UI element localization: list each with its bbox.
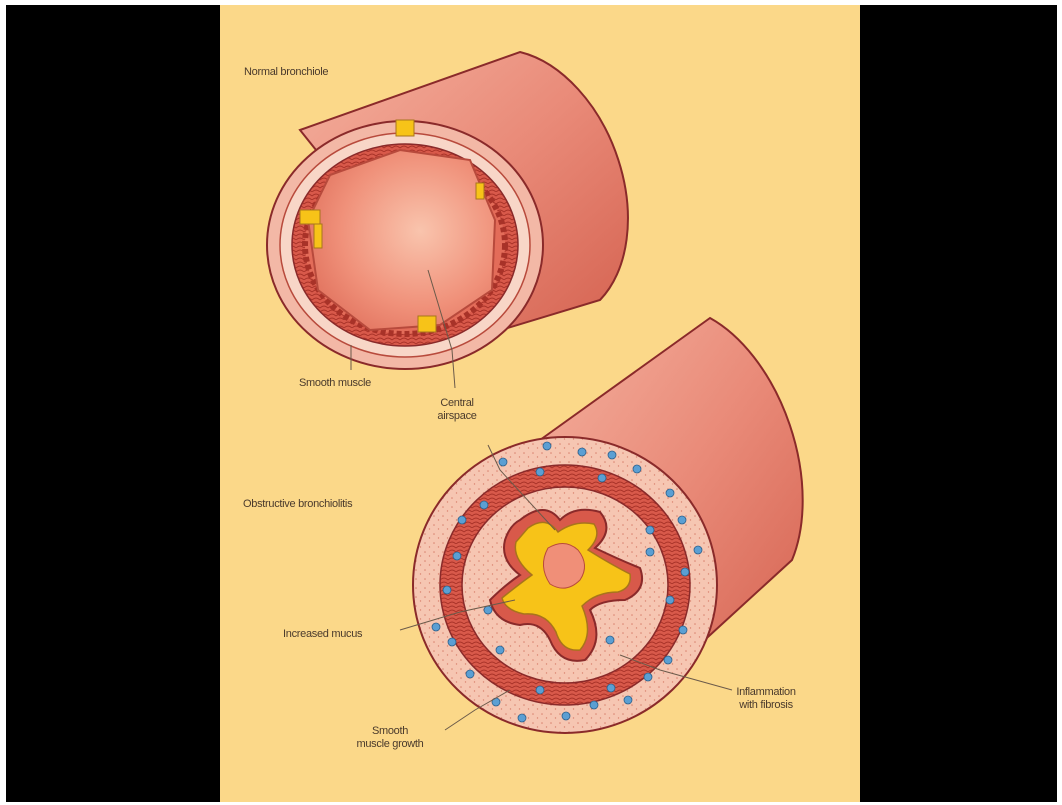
label-inflammation-with-fibrosis: Inflammation with fibrosis xyxy=(730,686,802,712)
label-increased-mucus: Increased mucus xyxy=(283,628,362,641)
label-smooth-muscle-growth: Smooth muscle growth xyxy=(345,725,435,751)
label-obstructive-bronchiolitis: Obstructive bronchiolitis xyxy=(243,498,352,511)
label-central-airspace-line2: airspace xyxy=(432,410,482,423)
label-inflammation-line2: with fibrosis xyxy=(730,699,802,712)
label-smooth-muscle-growth-line1: Smooth xyxy=(345,725,435,738)
label-smooth-muscle-growth-line2: muscle growth xyxy=(345,738,435,751)
label-central-airspace: Central airspace xyxy=(432,397,482,423)
obstructive-bronchiolitis-tube xyxy=(413,318,803,733)
label-central-airspace-line1: Central xyxy=(432,397,482,410)
normal-bronchiole-tube xyxy=(267,52,628,369)
label-normal-bronchiole: Normal bronchiole xyxy=(244,66,328,79)
label-inflammation-line1: Inflammation xyxy=(730,686,802,699)
label-smooth-muscle: Smooth muscle xyxy=(299,377,371,390)
